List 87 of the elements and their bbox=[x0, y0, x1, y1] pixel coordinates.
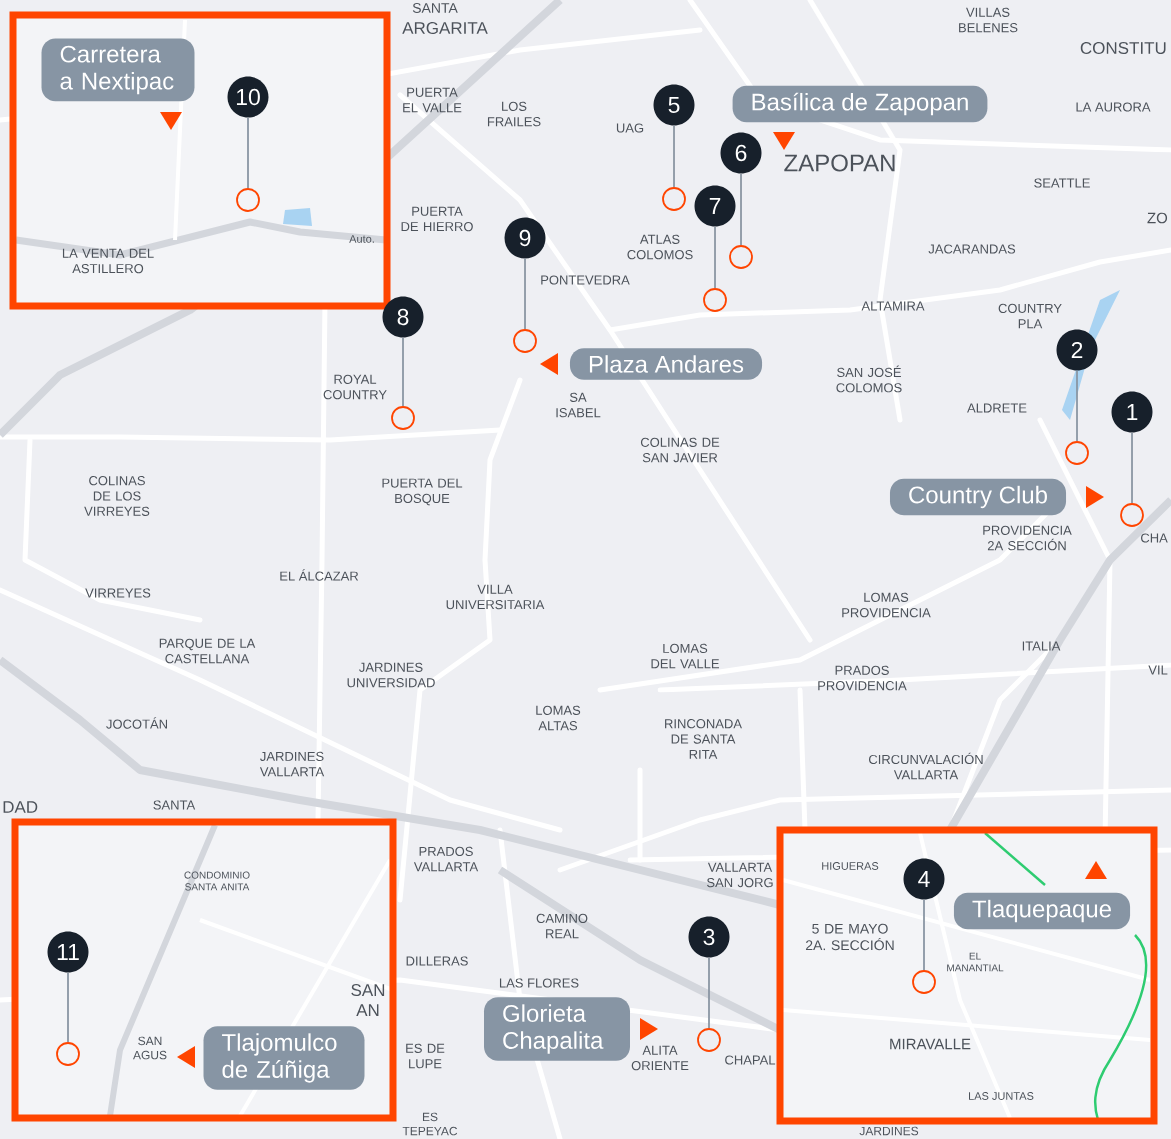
place-label: CHA bbox=[1141, 533, 1168, 543]
place-label: SAN JOSÉ COLOMOS bbox=[836, 365, 902, 393]
place-label: ES DE LUPE bbox=[406, 1043, 445, 1069]
leader-line bbox=[714, 225, 716, 289]
place-label: LOMAS PROVIDENCIA bbox=[842, 592, 931, 618]
place-label: ZAPOPAN bbox=[784, 154, 895, 172]
place-label: 5 DE MAYO 2A. SECCIÓN bbox=[806, 923, 894, 951]
place-label: SA ISABEL bbox=[556, 392, 601, 418]
place-label: VALLARTA SAN JORG bbox=[707, 862, 773, 888]
callout-label: Tlaquepaque bbox=[953, 861, 1131, 930]
location-circle bbox=[56, 1042, 80, 1066]
place-label: LA AURORA bbox=[1076, 102, 1151, 112]
place-label: PARQUE DE LA CASTELLANA bbox=[159, 638, 256, 664]
place-label: CONSTITU bbox=[1080, 42, 1166, 54]
place-label: COLINAS DE LOS VIRREYES bbox=[84, 476, 150, 516]
place-label: SANTA bbox=[412, 3, 458, 13]
callout-label: Plaza Andares bbox=[540, 348, 763, 380]
leader-line bbox=[673, 124, 675, 188]
place-label: LA VENTA DEL ASTILLERO bbox=[62, 248, 154, 274]
place-label: UAG bbox=[616, 123, 644, 133]
location-circle bbox=[513, 329, 537, 353]
leader-line bbox=[402, 336, 404, 407]
leader-line bbox=[67, 971, 69, 1043]
location-circle bbox=[1120, 503, 1144, 527]
leader-line bbox=[1131, 431, 1133, 504]
place-label: JACARANDAS bbox=[928, 244, 1016, 254]
place-label: ALTAMIRA bbox=[861, 301, 925, 311]
place-label: ITALIA bbox=[1022, 641, 1061, 651]
place-label: JARDINES UNIVERSIDAD bbox=[347, 662, 435, 688]
place-label: DILLERAS bbox=[406, 956, 468, 966]
place-label: ALDRETE bbox=[967, 403, 1027, 413]
place-label: ARGARITA bbox=[402, 21, 488, 34]
place-label: JARDINES bbox=[859, 1126, 919, 1136]
place-label: ATLAS COLOMOS bbox=[627, 234, 693, 260]
leader-line bbox=[923, 898, 925, 971]
place-label: EL ÁLCAZAR bbox=[280, 569, 359, 581]
place-label: LOMAS ALTAS bbox=[536, 705, 581, 731]
place-label: JOCOTÁN bbox=[106, 717, 167, 729]
place-label: CONDOMINIO SANTA ANITA bbox=[184, 871, 250, 891]
place-label: PUERTA DEL BOSQUE bbox=[382, 478, 463, 506]
callout-label: Country Club bbox=[890, 478, 1104, 516]
leader-line bbox=[740, 172, 742, 246]
location-circle bbox=[729, 245, 753, 269]
place-label: LAS JUNTAS bbox=[969, 1092, 1034, 1100]
place-label: RINCONADA DE SANTA RITA bbox=[665, 719, 742, 759]
place-label: COUNTRY PLA bbox=[998, 303, 1062, 329]
location-circle bbox=[1065, 441, 1089, 465]
leader-line bbox=[1076, 369, 1078, 442]
place-label: VILLAS BELENES bbox=[959, 7, 1018, 33]
place-label: CHAPAL bbox=[725, 1055, 776, 1065]
place-label: LOMAS DEL VALLE bbox=[651, 643, 719, 669]
leader-line bbox=[247, 116, 249, 189]
place-label: VILLA UNIVERSITARIA bbox=[446, 584, 545, 610]
location-circle bbox=[236, 188, 260, 212]
place-label: LOS FRAILES bbox=[488, 101, 541, 127]
place-label: PRADOS VALLARTA bbox=[413, 846, 479, 872]
place-label: SEATTLE bbox=[1034, 178, 1090, 188]
place-label: PUERTA EL VALLE bbox=[403, 87, 462, 113]
place-label: VIL bbox=[1148, 665, 1168, 675]
leader-line bbox=[524, 257, 526, 330]
place-label: JARDINES VALLARTA bbox=[259, 751, 325, 777]
place-label: SANTA bbox=[153, 800, 196, 810]
place-label: VIRREYES bbox=[85, 588, 151, 598]
location-circle bbox=[391, 406, 415, 430]
location-circle bbox=[697, 1028, 721, 1052]
place-label: DAD bbox=[3, 801, 38, 813]
callout-label: Tlajomulco de Zúñiga bbox=[177, 1026, 365, 1090]
place-label: ROYAL COUNTRY bbox=[323, 374, 387, 400]
place-label: ZO bbox=[1147, 212, 1168, 224]
place-label: SAN AGUS bbox=[133, 1036, 167, 1060]
place-label: PUERTA DE HIERRO bbox=[401, 206, 473, 232]
place-label: EL MANANTIAL bbox=[947, 952, 1004, 972]
place-label: CAMINO REAL bbox=[536, 913, 588, 939]
place-label: PONTEVEDRA bbox=[541, 275, 630, 285]
location-circle bbox=[912, 970, 936, 994]
place-label: SAN AN bbox=[351, 984, 385, 1016]
callout-label: Carretera a Nextipac bbox=[41, 38, 195, 130]
place-label: CIRCUNVALACIÓN VALLARTA bbox=[869, 752, 983, 780]
place-label: COLINAS DE SAN JAVIER bbox=[640, 437, 720, 463]
place-label: Auto. bbox=[349, 235, 374, 243]
location-circle bbox=[703, 288, 727, 312]
place-label: PRADOS PROVIDENCIA bbox=[818, 665, 907, 691]
place-label: MIRAVALLE bbox=[890, 1038, 971, 1050]
place-label: HIGUERAS bbox=[822, 862, 879, 870]
location-circle bbox=[662, 187, 686, 211]
place-label: ES TEPEYAC bbox=[402, 1112, 458, 1136]
leader-line bbox=[708, 956, 710, 1029]
